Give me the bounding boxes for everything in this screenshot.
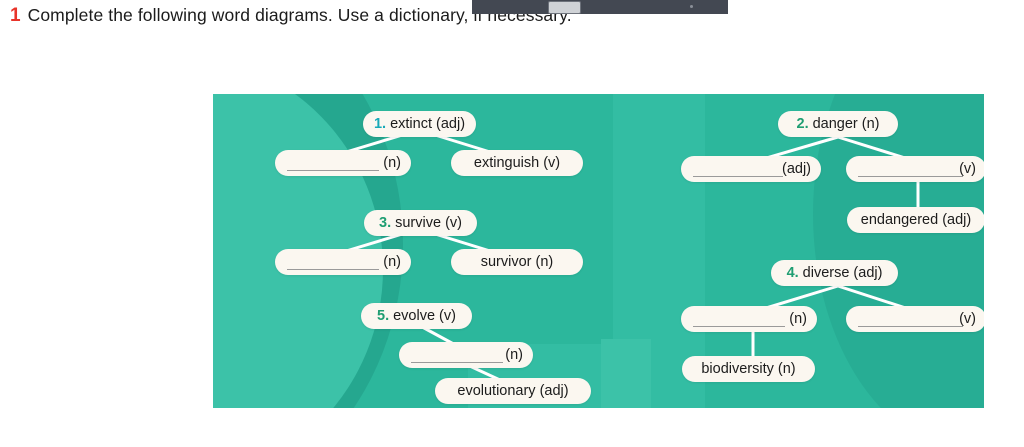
blank-diverse-noun[interactable]: (n) xyxy=(681,306,817,332)
pos-tag-n: (n) xyxy=(383,254,401,270)
node-evolutionary[interactable]: evolutionary (adj) xyxy=(435,378,591,404)
exercise-header: 1 Complete the following word diagrams. … xyxy=(10,0,572,30)
pos-tag-n: (n) xyxy=(505,347,523,363)
node-biodiversity[interactable]: biodiversity (n) xyxy=(682,356,815,382)
exercise-number: 1 xyxy=(10,4,21,26)
node-label-survive: survive (v) xyxy=(395,215,462,231)
node-number-1: 1. xyxy=(373,116,387,132)
node-evolve-root[interactable]: 5. evolve (v) xyxy=(361,303,472,329)
node-danger-root[interactable]: 2. danger (n) xyxy=(778,111,898,137)
node-label-diverse: diverse (adj) xyxy=(802,265,883,281)
node-number-4: 4. xyxy=(786,265,799,281)
node-extinct-root[interactable]: 1. extinct (adj) xyxy=(363,111,476,137)
node-label-extinct: extinct (adj) xyxy=(390,116,466,132)
toolbar-dot-icon xyxy=(690,5,693,8)
blank-diverse-verb[interactable]: (v) xyxy=(846,306,984,332)
node-label-evolve: evolve (v) xyxy=(393,308,456,324)
blank-rule xyxy=(287,169,379,171)
pos-tag-v: (v) xyxy=(959,311,976,327)
node-label-biodiversity: biodiversity (n) xyxy=(701,361,796,377)
blank-rule xyxy=(858,175,963,177)
blank-rule xyxy=(287,268,379,270)
toolbar-chip-button[interactable] xyxy=(548,1,581,14)
node-diverse-root[interactable]: 4. diverse (adj) xyxy=(771,260,898,286)
node-number-3: 3. xyxy=(379,215,392,231)
node-number-2: 2. xyxy=(796,116,809,132)
blank-danger-verb[interactable]: (v) xyxy=(846,156,984,182)
blank-rule xyxy=(858,325,963,327)
word-diagram-panel: 1. extinct (adj) (n) extinguish (v) 3. s… xyxy=(213,94,984,408)
node-endangered[interactable]: endangered (adj) xyxy=(847,207,984,233)
pos-tag-n: (n) xyxy=(789,311,807,327)
pos-tag-v: (v) xyxy=(959,161,976,177)
pos-tag-adj: (adj) xyxy=(781,161,811,177)
toolbar-overlay[interactable] xyxy=(472,0,728,14)
instruction-text: Complete the following word diagrams. Us… xyxy=(27,4,572,25)
node-label-survivor: survivor (n) xyxy=(480,254,554,270)
blank-rule xyxy=(411,361,503,363)
node-label-evolutionary: evolutionary (adj) xyxy=(457,383,569,399)
blank-rule xyxy=(693,175,783,177)
blank-evolve-noun[interactable]: (n) xyxy=(399,342,533,368)
node-label-endangered: endangered (adj) xyxy=(860,212,972,228)
node-number-5: 5. xyxy=(377,308,390,324)
blank-extinct-noun[interactable]: (n) xyxy=(275,150,411,176)
node-extinguish[interactable]: extinguish (v) xyxy=(451,150,583,176)
node-survive-root[interactable]: 3. survive (v) xyxy=(364,210,477,236)
blank-survive-noun[interactable]: (n) xyxy=(275,249,411,275)
node-survivor[interactable]: survivor (n) xyxy=(451,249,583,275)
blank-rule xyxy=(693,325,785,327)
blank-danger-adj[interactable]: (adj) xyxy=(681,156,821,182)
node-label-danger: danger (n) xyxy=(812,116,880,132)
pos-tag-n: (n) xyxy=(383,155,401,171)
node-label-extinguish: extinguish (v) xyxy=(473,155,561,171)
